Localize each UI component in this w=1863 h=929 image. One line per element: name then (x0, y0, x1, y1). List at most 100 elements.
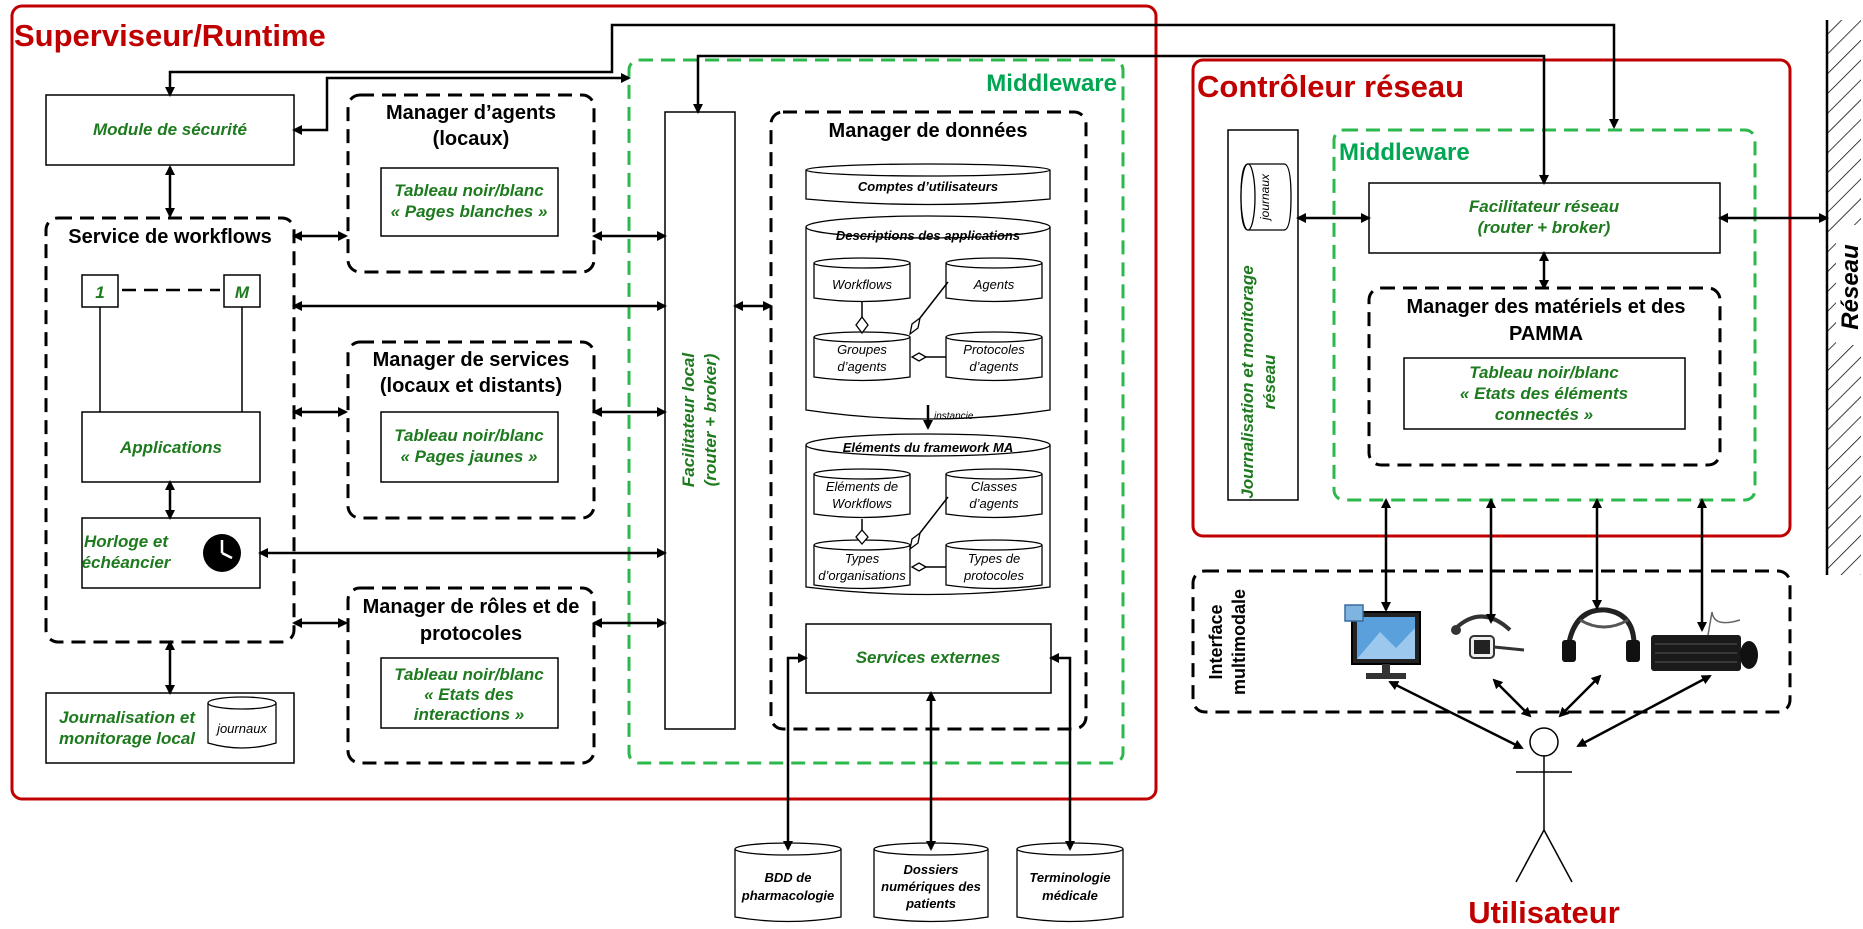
agent-board-label-1: Tableau noir/blanc (394, 181, 544, 200)
hardware-board-label-1: Tableau noir/blanc (1469, 363, 1619, 382)
applications-label: Applications (119, 438, 222, 457)
workflow-elements-label-2: Workflows (832, 496, 892, 511)
user-accounts-label: Comptes d’utilisateurs (858, 179, 998, 194)
network-label-bg (1836, 225, 1863, 345)
hardware-board-label-3: connectés » (1495, 405, 1593, 424)
service-board-label-2: « Pages jaunes » (400, 447, 537, 466)
role-board-label-2: « Etats des (424, 685, 514, 704)
workflows-label: Workflows (832, 277, 892, 292)
clock-icon (203, 534, 241, 572)
service-manager-container (346, 340, 596, 520)
applications-box[interactable] (81, 411, 261, 483)
medical-terminology-label-1: Terminologie (1029, 870, 1110, 885)
workflow-box-last[interactable] (223, 274, 261, 308)
workflow-elements-store (813, 468, 911, 519)
protocol-types-label-2: protocoles (963, 568, 1024, 583)
local-logging-label-1: Journalisation et (59, 708, 196, 727)
hardware-manager-title-1: Manager des matériels et des (1406, 296, 1685, 318)
eeg-headset-icon[interactable] (1562, 607, 1640, 662)
protocol-types-label-1: Types de (968, 551, 1021, 566)
keyboard-mouse-icon[interactable] (1651, 611, 1758, 671)
pharmacology-db-label-2: pharmacologie (741, 888, 834, 903)
app-descriptions-store (805, 215, 1051, 420)
local-facilitator-label-2: (router + broker) (701, 353, 720, 486)
role-board-label-1: Tableau noir/blanc (394, 665, 544, 684)
instantiates-label: instancie (934, 411, 974, 422)
framework-relations (855, 496, 949, 572)
hardware-board-box[interactable] (1403, 357, 1686, 430)
local-logging-label-2: monitorage local (59, 729, 196, 748)
role-board-box[interactable] (380, 657, 559, 729)
hardware-board-label-2: « Etats des éléments (1460, 384, 1628, 403)
patient-records-label-2: numériques des (881, 879, 981, 894)
network-label: Réseau (1837, 244, 1863, 330)
agent-groups-label-1: Groupes (837, 342, 887, 357)
local-facilitator-label-1: Facilitateur local (679, 352, 698, 487)
local-facilitator-box[interactable] (664, 111, 736, 730)
workflows-store (813, 257, 911, 303)
role-manager-title-2: protocoles (420, 623, 522, 645)
clock-label-2: échéancier (82, 553, 172, 572)
workflow-service-title: Service de workflows (68, 226, 271, 248)
org-types-label-2: d’organisations (818, 568, 906, 583)
agent-board-box[interactable] (380, 167, 559, 237)
service-board-label-1: Tableau noir/blanc (394, 426, 544, 445)
agent-classes-label-1: Classes (971, 479, 1018, 494)
supervisor-container (10, 4, 1158, 801)
user-label: Utilisateur (1468, 895, 1620, 929)
workflow-elements-label-1: Eléments de (826, 479, 898, 494)
framework-elements-label: Eléments du framework MA (843, 440, 1014, 455)
role-manager-title-1: Manager de rôles et de (363, 596, 580, 618)
protocol-types-store (945, 539, 1043, 590)
service-manager-title-1: Manager de services (373, 349, 570, 371)
middleware-title: Middleware (986, 70, 1117, 97)
app-descriptions-label: Descriptions des applications (836, 228, 1020, 243)
role-board-label-3: interactions » (414, 705, 525, 724)
patient-records-label-1: Dossiers (904, 862, 959, 877)
agent-protocols-label-1: Protocoles (963, 342, 1025, 357)
supervisor-title: Superviseur/Runtime (14, 18, 326, 53)
agent-groups-store (813, 331, 911, 382)
network-journal-label: journaux (1258, 173, 1272, 222)
local-journal-label: journaux (215, 721, 267, 736)
connectors (165, 23, 1829, 851)
external-services-label: Services externes (856, 648, 1001, 667)
medical-terminology-label-2: médicale (1042, 888, 1098, 903)
workflow-box-first-label: 1 (95, 283, 104, 302)
multimodal-interface-label-1: Interface (1206, 604, 1226, 679)
pharmacology-db-label-1: BDD de (765, 870, 812, 885)
multimodal-interface-label-2: multimodale (1229, 589, 1249, 695)
hardware-manager-title-2: PAMMA (1509, 323, 1583, 345)
agent-manager-title-1: Manager d’agents (386, 102, 556, 124)
user-figure (1515, 727, 1573, 883)
agent-manager-title-2: (locaux) (433, 128, 510, 150)
agent-protocols-store (945, 331, 1043, 382)
monitor-icon[interactable] (1344, 604, 1421, 679)
agents-label: Agents (973, 277, 1015, 292)
network-controller-title: Contrôleur réseau (1197, 69, 1464, 104)
network-logging-label-1: Journalisation et monitorage (1238, 265, 1257, 498)
agent-classes-label-2: d’agents (969, 496, 1019, 511)
service-manager-title-2: (locaux et distants) (380, 375, 562, 397)
headset-icon[interactable] (1451, 614, 1525, 659)
agent-board-label-2: « Pages blanches » (391, 202, 548, 221)
local-journal-store (207, 696, 277, 749)
agent-classes-store (945, 468, 1043, 519)
workflow-box-last-label: M (235, 283, 250, 302)
patient-records-label-3: patients (905, 896, 956, 911)
role-manager-container (346, 586, 596, 765)
agents-store (945, 257, 1043, 303)
agent-protocols-label-2: d’agents (969, 359, 1019, 374)
org-types-label-1: Types (845, 551, 880, 566)
network-middleware-title: Middleware (1339, 139, 1470, 166)
agent-groups-label-2: d’agents (837, 359, 887, 374)
network-facilitator-label-2: (router + broker) (1478, 218, 1611, 237)
network-logging-label-2: réseau (1260, 354, 1279, 409)
patient-records-store (873, 842, 989, 923)
network-facilitator-label-1: Facilitateur réseau (1469, 197, 1620, 216)
description-relations (855, 281, 949, 362)
service-board-box[interactable] (380, 411, 559, 483)
security-module-label: Module de sécurité (93, 120, 247, 139)
data-manager-title: Manager de données (829, 120, 1028, 142)
